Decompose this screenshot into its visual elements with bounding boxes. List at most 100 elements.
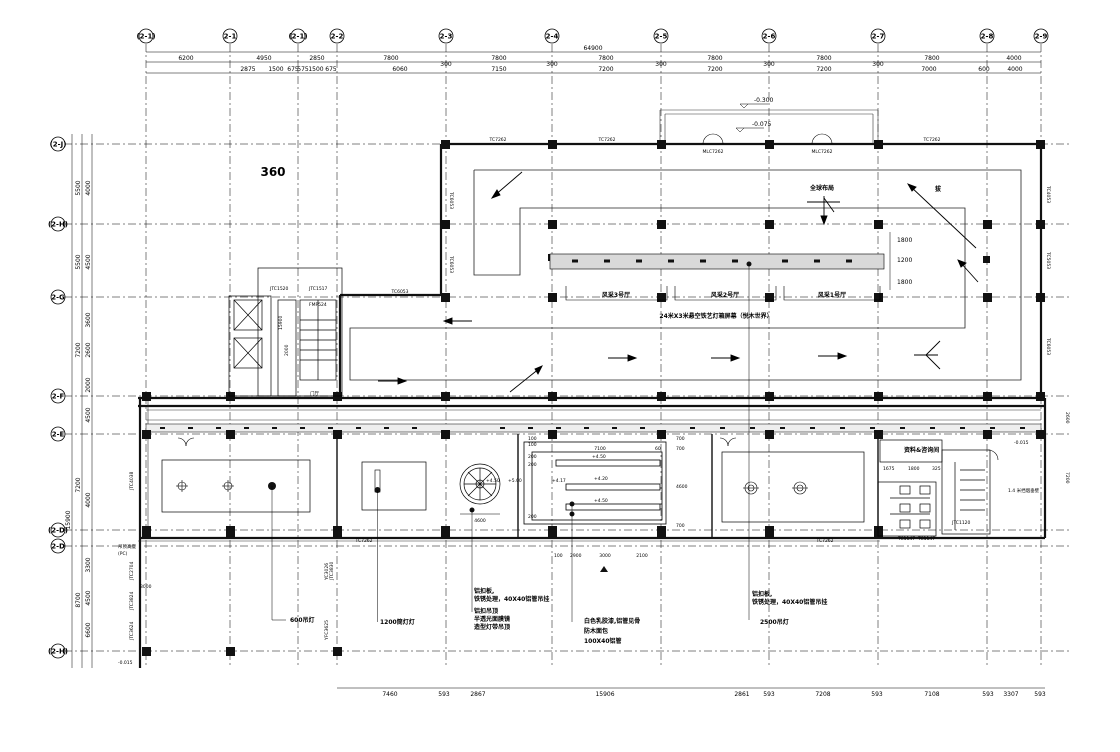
svg-text:7200: 7200 [707, 66, 722, 73]
window-tag: TC6053 [448, 191, 454, 209]
svg-text:铁锈处理，40X40铝管吊挂: 铁锈处理，40X40铝管吊挂 [474, 595, 549, 603]
svg-text:7460: 7460 [382, 691, 397, 698]
upper-elevation-marks [735, 103, 768, 133]
svg-text:8700: 8700 [75, 592, 82, 607]
axis-label: 2-8 [981, 33, 994, 41]
svg-text:7200: 7200 [75, 342, 82, 357]
svg-text:2600: 2600 [85, 342, 92, 357]
svg-text:100: 100 [528, 442, 537, 448]
svg-text:100: 100 [554, 553, 563, 559]
svg-text:2875: 2875 [240, 66, 255, 73]
dim-1800: 1800 [897, 279, 912, 286]
svg-text:700: 700 [676, 436, 685, 442]
svg-text:300: 300 [440, 61, 452, 68]
svg-text:3307: 3307 [1003, 691, 1018, 698]
ceiling-lights-left [176, 480, 234, 492]
svg-text:2000: 2000 [85, 377, 92, 392]
svg-text:2867: 2867 [470, 691, 485, 698]
svg-text:675: 675 [325, 66, 337, 73]
svg-text:325: 325 [932, 466, 941, 472]
door-tag: FMP524 [309, 302, 327, 308]
dim-4600: 4600 [474, 518, 486, 524]
window-tag: TC6053 [1045, 337, 1051, 355]
svg-text:JTC4038: JTC4038 [129, 471, 135, 491]
svg-text:15906: 15906 [595, 691, 614, 698]
right-core [877, 439, 991, 537]
axis-label: 2-1 [224, 33, 237, 41]
vertical-dim: 7200 [1064, 472, 1070, 484]
svg-text:6200: 6200 [178, 55, 193, 62]
svg-text:7200: 7200 [816, 66, 831, 73]
window-tag: JTC1520 [269, 286, 289, 292]
svg-text:100: 100 [528, 436, 537, 442]
window-tag: TC7262 [815, 538, 833, 544]
top-axis-labels: (2-1) 2-1 (2-1) 2-2 2-3 2-4 2-5 2-6 2-7 … [136, 33, 1047, 41]
window-tag: JTC1120 [951, 520, 971, 526]
note-block-a: 铝扣板, 铁锈处理，40X40铝管吊挂 铝扣吊顶 半透光面膜镜 造型灯带吊顶 [474, 587, 549, 631]
bottom-dims: 7460 593 2867 15906 2861 593 7208 593 71… [382, 691, 1046, 698]
left-lower-openings: JTC4038 YC3026 JTC3830 YFC3625 JTC2704 J… [129, 471, 335, 641]
top-dims-row2: 2875 1500 675 575 1500 675 6060 300 7150… [240, 61, 1022, 73]
door-tag: MLC7262 [703, 149, 724, 155]
svg-text:4000: 4000 [85, 180, 92, 195]
left-dims: 5500 4000 5500 4500 3600 7200 2600 2000 … [65, 180, 92, 637]
svg-text:200: 200 [528, 514, 537, 520]
elevation-mark: +4.50 [486, 478, 500, 484]
svg-text:7000: 7000 [921, 66, 936, 73]
svg-text:6600: 6600 [85, 622, 92, 637]
core-elevator-dims: 15900 2000 [278, 316, 290, 356]
axis-label: (2-H) [48, 221, 68, 229]
svg-text:7800: 7800 [598, 55, 613, 62]
svg-text:300: 300 [655, 61, 667, 68]
ceiling-note: 吊顶高度 [118, 543, 136, 550]
svg-text:7800: 7800 [383, 55, 398, 62]
screen-strip [549, 253, 885, 270]
hall-3-label: 风采3号厅 [602, 291, 630, 299]
svg-text:2850: 2850 [309, 55, 324, 62]
window-tag: TC1147 [897, 536, 915, 542]
ceiling-pc: (PC) [118, 551, 128, 557]
axis-label: 2-6 [763, 33, 776, 41]
elevation-mark: -0.075 [752, 121, 772, 128]
elevation-mark: -0.300 [754, 97, 774, 104]
fire-label: 1.4 米挡烟垂壁 [1008, 487, 1040, 494]
svg-text:JTC3824: JTC3824 [129, 591, 135, 611]
svg-text:4500: 4500 [85, 254, 92, 269]
svg-text:7800: 7800 [491, 55, 506, 62]
axis-label: (2-J) [50, 141, 67, 149]
elevation-mark: +4.50 [594, 498, 608, 504]
top-dims-row1: 6200 4950 2850 7800 7800 7800 7800 7800 … [178, 55, 1021, 62]
ceiling-lights-right [743, 481, 808, 495]
dim-1200: 1200 [897, 257, 912, 264]
svg-text:铁锈处理，40X40铝管吊挂: 铁锈处理，40X40铝管吊挂 [752, 598, 827, 606]
svg-text:593: 593 [982, 691, 994, 698]
svg-text:3300: 3300 [85, 557, 92, 572]
stair-label: 门厅 [310, 390, 319, 397]
svg-text:铝扣吊顶: 铝扣吊顶 [474, 607, 498, 615]
svg-text:白色乳胶漆,铝管见骨: 白色乳胶漆,铝管见骨 [584, 617, 640, 625]
room-number: 360 [260, 165, 285, 179]
svg-text:JTC3624: JTC3624 [129, 621, 135, 641]
grid-lines [64, 44, 1070, 668]
svg-text:575: 575 [297, 66, 309, 73]
stair-core [228, 267, 343, 397]
window-tag: TC5053 [1045, 251, 1051, 269]
svg-text:7200: 7200 [75, 477, 82, 492]
door-tag: MLC7262 [812, 149, 833, 155]
axis-label: 2-5 [655, 33, 668, 41]
axis-label: 2-D [51, 543, 65, 551]
ceiling-panel [721, 451, 865, 523]
svg-text:铝扣板,: 铝扣板, [474, 587, 494, 595]
ceiling-panel [361, 461, 427, 511]
svg-text:675: 675 [287, 66, 299, 73]
svg-text:造型灯带吊顶: 造型灯带吊顶 [474, 623, 510, 631]
note-block-b: 白色乳胶漆,铝管见骨 防木面包 100X40铝管 [584, 617, 640, 645]
svg-text:半透光面膜镜: 半透光面膜镜 [474, 615, 510, 623]
svg-text:3600: 3600 [85, 312, 92, 327]
axis-label: (2-D) [48, 527, 68, 535]
round-feature [459, 463, 501, 505]
corridor-band [145, 423, 1042, 433]
svg-text:60: 60 [655, 446, 661, 452]
svg-text:7108: 7108 [924, 691, 939, 698]
svg-text:2900: 2900 [570, 553, 582, 559]
